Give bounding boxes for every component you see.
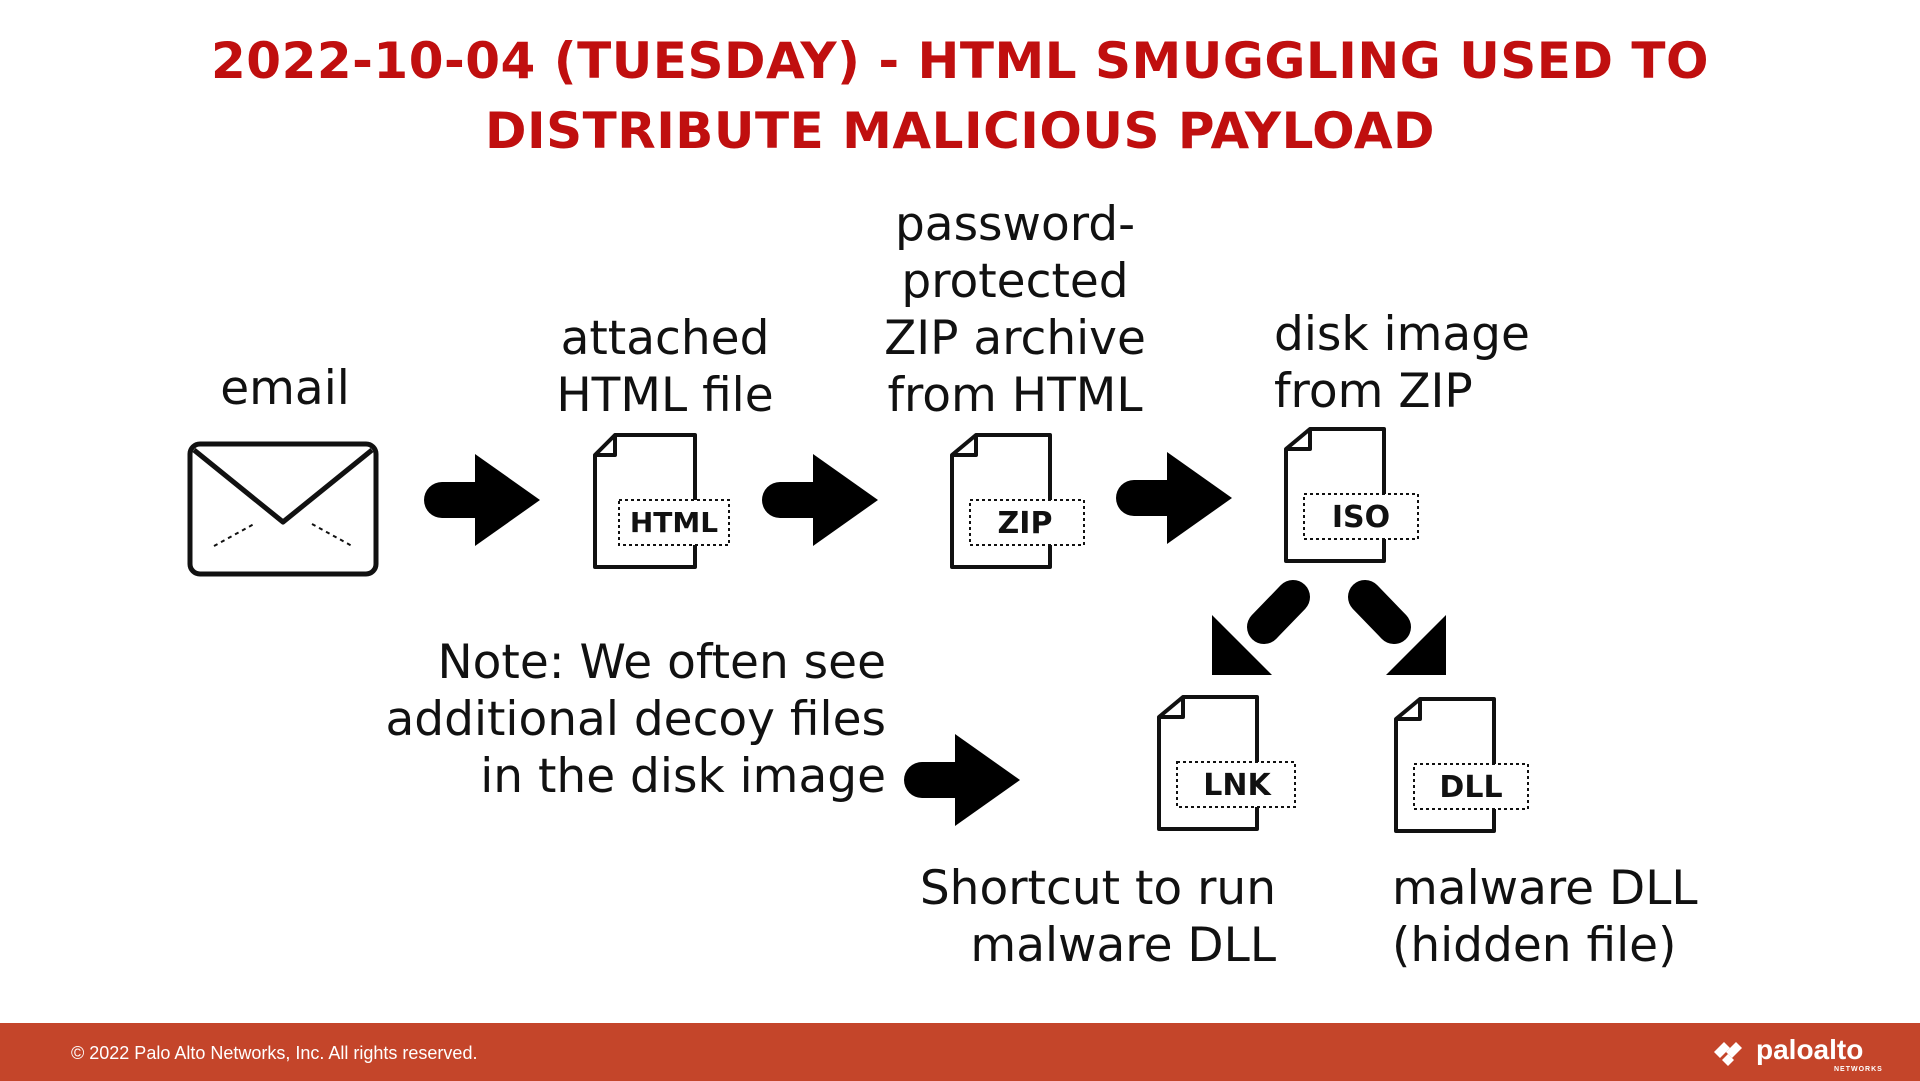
html-document-icon: HTML: [593, 433, 730, 569]
brand-name: paloalto: [1756, 1034, 1864, 1065]
lnk-tag: LNK: [1203, 768, 1272, 803]
copyright-text: © 2022 Palo Alto Networks, Inc. All righ…: [71, 1043, 478, 1063]
arrow-right-icon: [1116, 452, 1232, 544]
paloalto-logo-icon: [1714, 1042, 1742, 1066]
html-step-label: attached HTML file: [556, 311, 774, 423]
slide-title: 2022-10-04 (TUESDAY) - HTML SMUGGLING US…: [0, 26, 1920, 166]
dll-document-icon: DLL: [1394, 697, 1529, 833]
decoy-note: Note: We often see additional decoy file…: [385, 635, 886, 804]
dll-tag: DLL: [1439, 770, 1502, 805]
arrow-right-icon: [762, 454, 878, 546]
lnk-step-label: Shortcut to run malware DLL: [919, 861, 1276, 973]
html-tag: HTML: [630, 506, 718, 539]
envelope-icon: [187, 441, 379, 577]
title-line-2: DISTRIBUTE MALICIOUS PAYLOAD: [484, 102, 1436, 160]
arrow-right-icon: [424, 454, 540, 546]
arrow-right-icon: [904, 734, 1020, 826]
title-line-1: 2022-10-04 (TUESDAY) - HTML SMUGGLING US…: [211, 32, 1709, 90]
zip-document-icon: ZIP: [950, 433, 1085, 569]
brand-subtitle: NETWORKS: [1834, 1066, 1883, 1073]
iso-step-label: disk image from ZIP: [1274, 307, 1530, 419]
email-label: email: [220, 361, 350, 416]
footer-bar: © 2022 Palo Alto Networks, Inc. All righ…: [0, 1023, 1920, 1081]
arrow-down-left-icon: [1212, 580, 1310, 675]
zip-step-label: password- protected ZIP archive from HTM…: [884, 197, 1146, 423]
arrow-down-right-icon: [1348, 580, 1446, 675]
brand-logo: paloalto NETWORKS: [1712, 1031, 1892, 1077]
iso-document-icon: ISO: [1284, 427, 1419, 563]
zip-tag: ZIP: [998, 506, 1053, 541]
iso-tag: ISO: [1332, 500, 1390, 535]
lnk-document-icon: LNK: [1157, 695, 1296, 831]
dll-step-label: malware DLL (hidden file): [1392, 861, 1698, 973]
